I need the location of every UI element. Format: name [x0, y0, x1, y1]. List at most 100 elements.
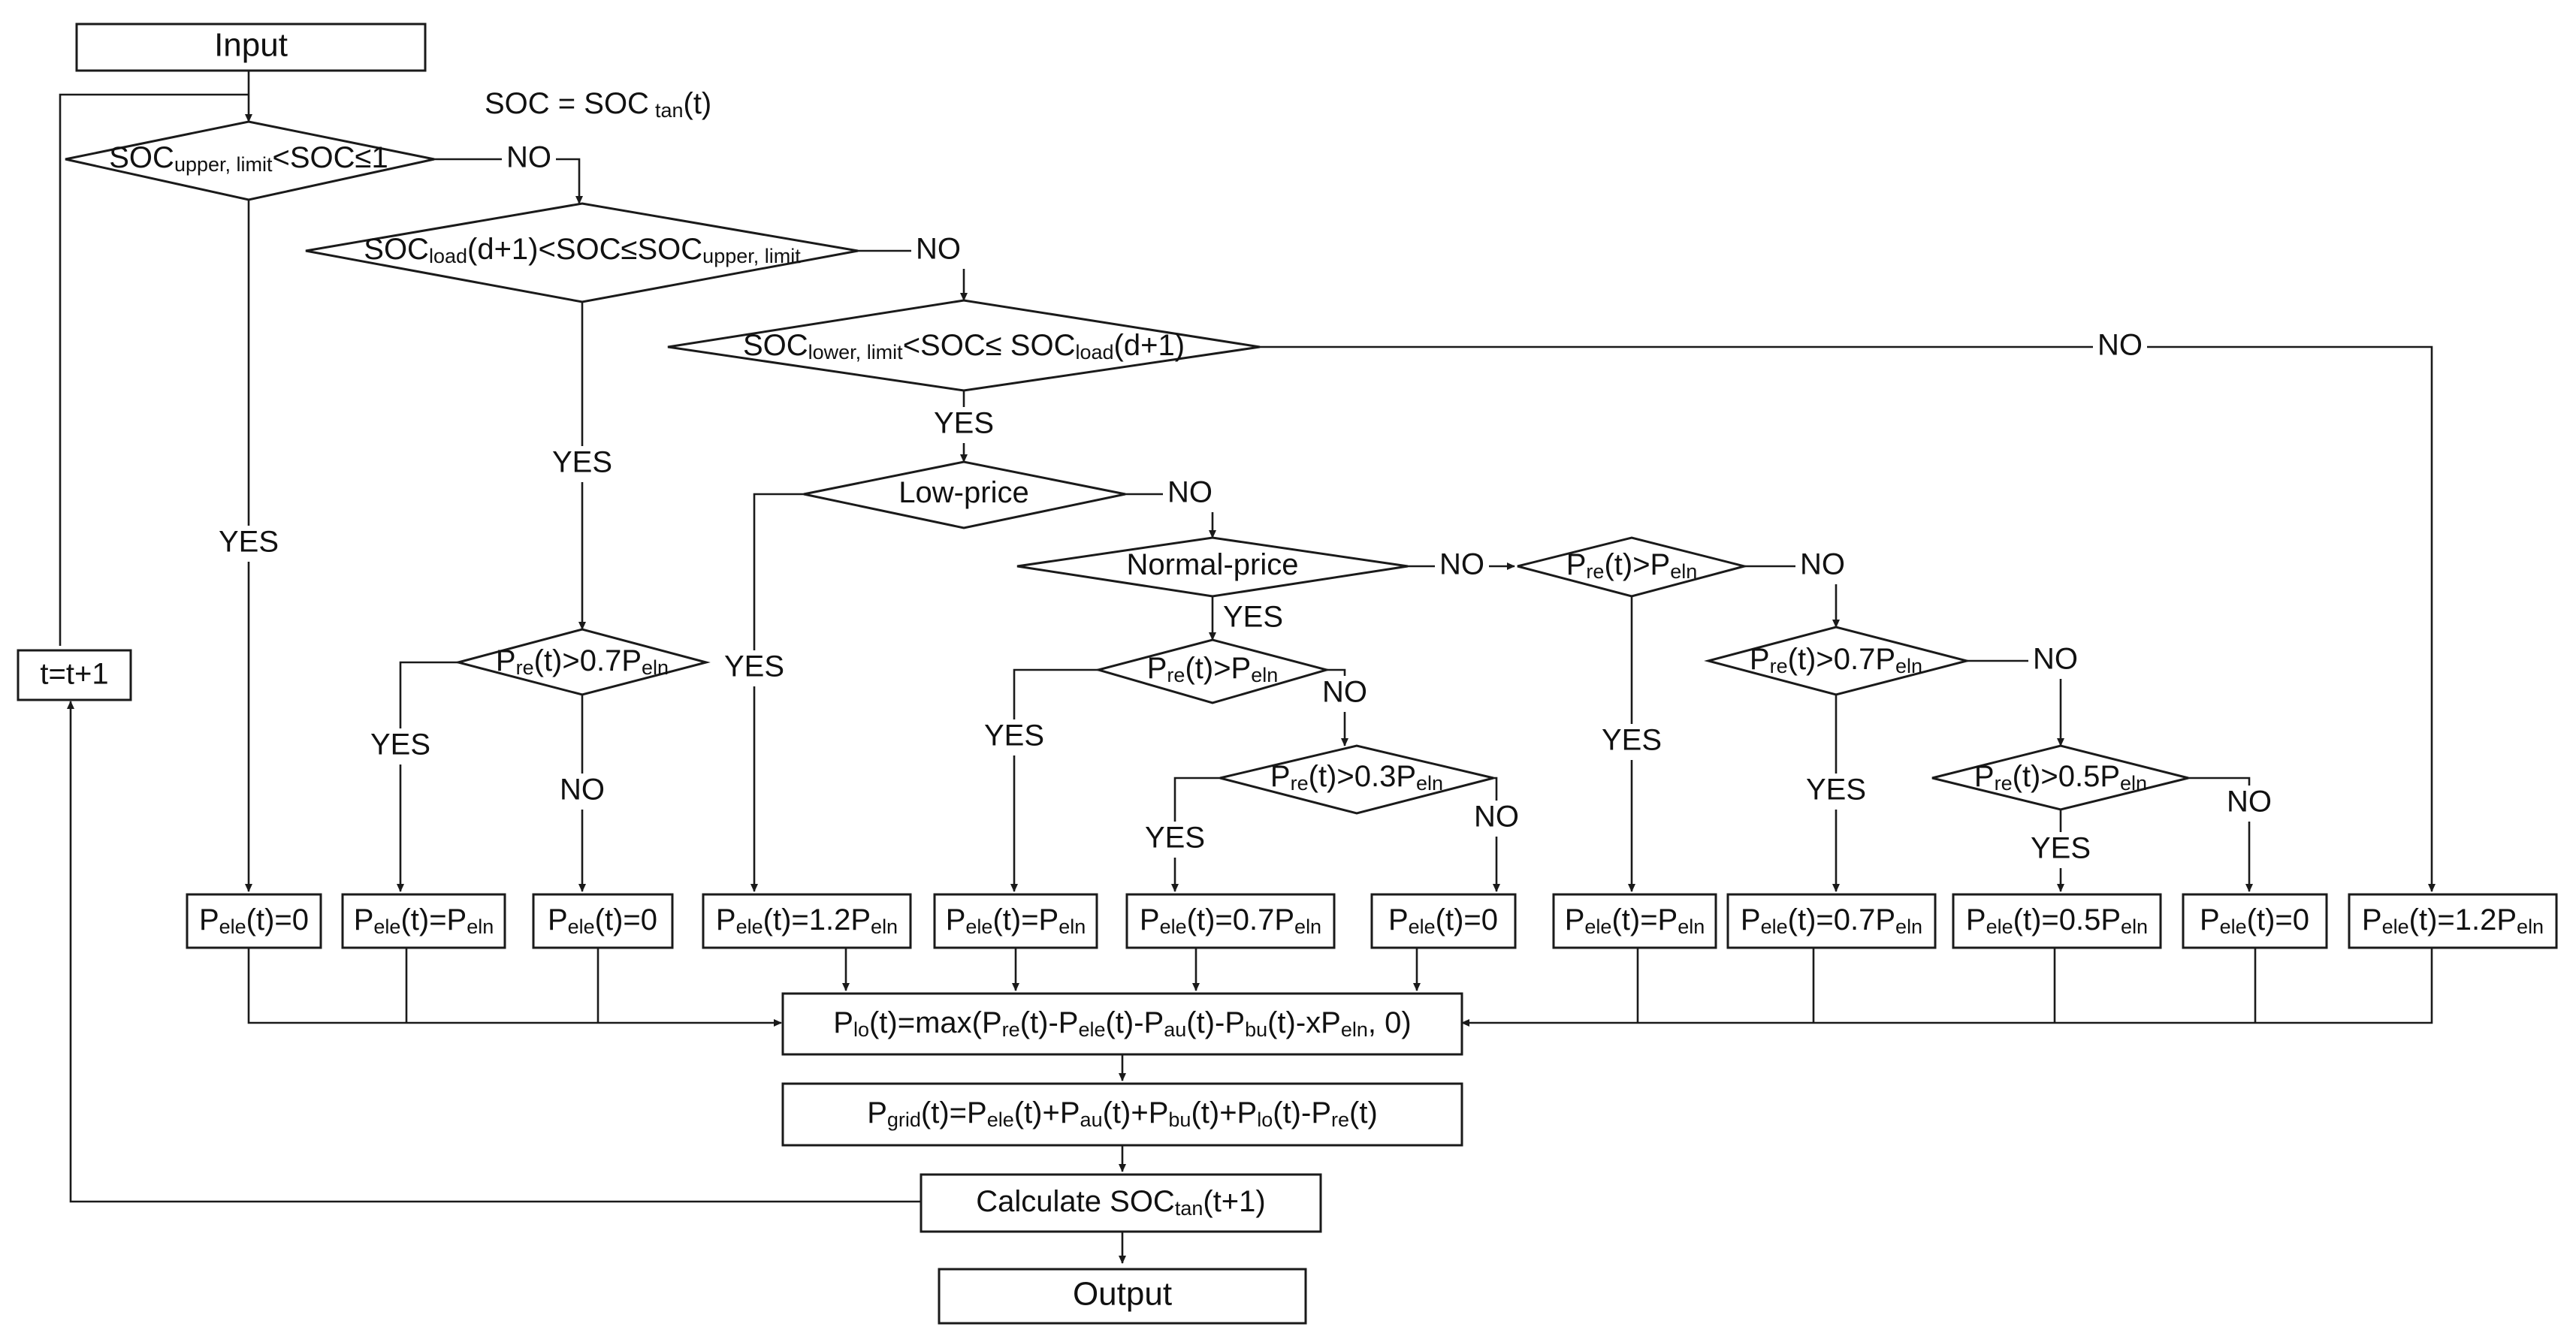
text-segment: SOC — [109, 141, 174, 174]
text-segment: (t)=0 — [595, 903, 657, 936]
subscript: re — [1770, 655, 1788, 677]
subscript: ele — [1160, 915, 1187, 938]
text-segment: P — [1270, 760, 1291, 793]
text-segment: (t)=0.7P — [1788, 903, 1895, 936]
soc-note-base: SOC = SOC — [485, 87, 649, 120]
outcome-text: Pele(t)=0.7Peln — [1741, 903, 1922, 939]
text-segment: P — [1741, 903, 1761, 936]
outcome-text: Pele(t)=0.5Peln — [1966, 903, 2148, 939]
output-label: Output — [1073, 1276, 1172, 1313]
subscript: upper, limit — [702, 245, 801, 267]
decision-a07 — [454, 628, 711, 696]
text-segment: P — [548, 903, 568, 936]
outcome-text: Pele(t)=Peln — [1565, 903, 1705, 939]
subscript: re — [1167, 664, 1185, 686]
text-segment: Normal-price — [1127, 548, 1299, 581]
outcome-box — [1952, 893, 2162, 949]
outcome-box — [1125, 893, 1336, 949]
subscript: eln — [2517, 915, 2544, 938]
decision-c07 — [1704, 626, 1971, 696]
label-yes: YES — [1806, 774, 1866, 807]
outcome-text: Pele(t)=0 — [2200, 903, 2309, 939]
text-segment: (d+1) — [1114, 329, 1185, 362]
text-segment: P — [946, 903, 966, 936]
subscript: re — [1291, 772, 1309, 795]
subscript: eln — [1895, 915, 1922, 938]
text-segment: P — [354, 903, 374, 936]
text-segment: (t)=0 — [246, 903, 309, 936]
subscript: ele — [568, 915, 595, 938]
text-segment: (t)+P — [1103, 1096, 1169, 1129]
subscript: eln — [1341, 1018, 1368, 1041]
subscript: eln — [871, 915, 898, 938]
label-no: NO — [1167, 476, 1213, 509]
subscript: grid — [887, 1108, 921, 1131]
text-segment: P — [199, 903, 219, 936]
text-segment: <SOC≤1 — [273, 141, 388, 174]
decision-c1 — [1517, 536, 1749, 598]
text-segment: (t)=0.5P — [2013, 903, 2121, 936]
subscript: ele — [219, 915, 246, 938]
outcome-box — [1552, 893, 1717, 949]
text-segment: (t)=1.2P — [2409, 903, 2517, 936]
plo-box — [781, 992, 1463, 1056]
decision-soc-lower-text: SOClower, limit<SOC≤ SOCload(d+1) — [743, 329, 1185, 364]
outcome-box — [702, 893, 912, 949]
text-segment: (t)>0.7P — [534, 644, 642, 677]
label-no: NO — [1322, 676, 1367, 709]
input-box — [75, 23, 427, 72]
subscript: eln — [467, 915, 494, 938]
soc-note-tail: (t) — [684, 87, 712, 120]
subscript: eln — [1251, 664, 1278, 686]
text-segment: P — [1388, 903, 1409, 936]
decision-c05 — [1931, 744, 2189, 811]
branch-labels: NO NO NO YES YES YES NO YES YES NO NO YE… — [217, 141, 2276, 868]
text-segment: P — [1750, 643, 1770, 676]
outcome-box — [2182, 893, 2328, 949]
decision-b1-text: Pre(t)>Peln — [1147, 652, 1279, 687]
input-label: Input — [214, 27, 288, 64]
text-segment: (t)=P — [992, 903, 1058, 936]
outcome-box — [1726, 893, 1937, 949]
text-segment: P — [2362, 903, 2382, 936]
subscript: eln — [642, 656, 669, 679]
connectors — [59, 71, 2436, 1264]
soc-note-sub: tan — [655, 99, 684, 122]
pgrid-box — [781, 1082, 1463, 1147]
label-yes: YES — [552, 446, 612, 479]
outcome-text: Pele(t)=1.2Peln — [2362, 903, 2544, 939]
subscript: ele — [2220, 915, 2247, 938]
label-no: NO — [2227, 786, 2272, 819]
outcome-text: Pele(t)=0 — [199, 903, 309, 939]
text-segment: P — [716, 903, 736, 936]
text-segment: (t)=1.2P — [763, 903, 871, 936]
outcome-text: Pele(t)=0 — [548, 903, 657, 939]
text-segment: (t)>P — [1604, 548, 1670, 581]
label-yes: YES — [724, 650, 784, 683]
subscript: load — [429, 245, 467, 267]
decision-low-price-text: Low-price — [898, 476, 1028, 509]
text-segment: SOC — [743, 329, 808, 362]
subscript: lo — [853, 1018, 869, 1041]
label-no: NO — [1474, 801, 1519, 834]
outcome-box — [532, 893, 674, 949]
text-segment: P — [2200, 903, 2220, 936]
label-yes: YES — [1223, 601, 1283, 634]
subscript: ele — [1986, 915, 2013, 938]
decision-b03-text: Pre(t)>0.3Peln — [1270, 760, 1443, 795]
subscript: upper, limit — [174, 153, 273, 176]
text-segment: (t+1) — [1203, 1185, 1265, 1218]
text-segment: (t)=0 — [1436, 903, 1498, 936]
subscript: eln — [1416, 772, 1443, 795]
label-yes: YES — [934, 407, 994, 440]
subscript: bu — [1245, 1018, 1267, 1041]
outcome-box — [2348, 893, 2558, 949]
text-segment: P — [833, 1006, 853, 1039]
subscript: ele — [2382, 915, 2409, 938]
text-segment: (t)>P — [1185, 652, 1251, 685]
text-segment: P — [496, 644, 516, 677]
outcome-text: Pele(t)=Peln — [946, 903, 1086, 939]
decision-c1-text: Pre(t)>Peln — [1566, 548, 1698, 584]
subscript: ele — [736, 915, 763, 938]
increment-box — [17, 649, 132, 701]
